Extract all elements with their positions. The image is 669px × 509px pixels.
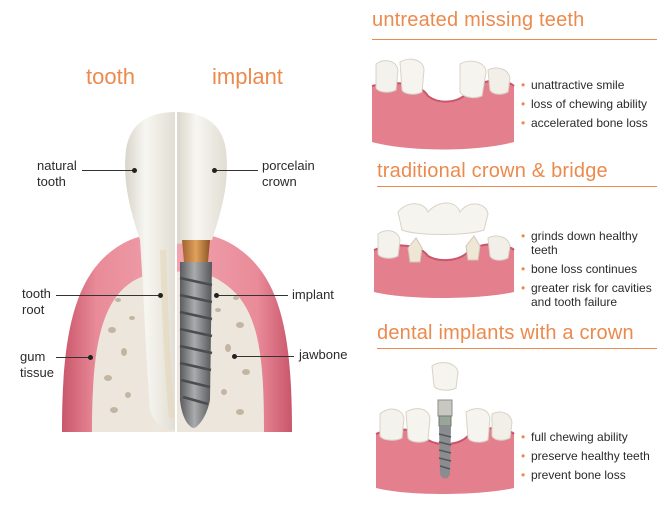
porcelain-crown-dot [212, 168, 217, 173]
jawbone-dot [232, 354, 237, 359]
porcelain-crown-label: porcelain crown [262, 158, 315, 189]
implant-leader [218, 295, 288, 296]
list-item: •prevent bone loss [521, 468, 626, 482]
list-item: •bone loss continues [521, 262, 638, 276]
implant-threads [179, 276, 213, 406]
porcelain-crown-leader [216, 170, 258, 171]
bone-texture [104, 296, 250, 415]
jawbone-leader [236, 356, 294, 357]
gum-tissue-leader [56, 357, 90, 358]
bridge-illustration [373, 202, 515, 298]
implant-illustration [375, 362, 515, 494]
list-item: •accelerated bone loss [521, 116, 648, 130]
gum-tissue-dot [88, 355, 93, 360]
list-item: •preserve healthy teeth [521, 449, 650, 463]
jawbone-label: jawbone [299, 347, 348, 362]
bridge-bullets: •grinds down healthy teeth •bone loss co… [521, 229, 667, 314]
implant-heading: implant [212, 64, 283, 89]
section-bridge-title: traditional crown & bridge [377, 160, 608, 182]
tooth-root-label: tooth root [22, 286, 51, 317]
natural-tooth-shape [125, 112, 176, 430]
list-item: •grinds down healthy teeth [521, 229, 638, 257]
list-item: •greater risk for cavities and tooth fai… [521, 281, 652, 309]
tooth-heading: tooth [86, 64, 135, 89]
section-implants-title: dental implants with a crown [377, 322, 634, 344]
gum-tissue-label: gum tissue [20, 349, 54, 380]
untreated-illustration [371, 58, 515, 150]
list-item: •unattractive smile [521, 78, 625, 92]
implant-dot [214, 293, 219, 298]
section-bridge-rule [377, 186, 657, 187]
section-implants-rule [377, 348, 657, 349]
untreated-bullets: •unattractive smile •loss of chewing abi… [521, 78, 667, 135]
implant-bullets: •full chewing ability •preserve healthy … [521, 430, 667, 487]
list-item: •loss of chewing ability [521, 97, 648, 111]
abutment-shape [182, 240, 210, 262]
natural-tooth-label: natural tooth [37, 158, 77, 189]
porcelain-crown-shape [176, 112, 227, 244]
natural-tooth-dot [132, 168, 137, 173]
tooth-root-dot [158, 293, 163, 298]
tooth-root-leader [56, 295, 160, 296]
section-untreated-title: untreated missing teeth [372, 9, 585, 31]
jawbone-shape [92, 271, 264, 432]
implant-label: implant [292, 287, 334, 302]
natural-tooth-leader [82, 170, 134, 171]
section-untreated-rule [372, 39, 657, 40]
list-item: •full chewing ability [521, 430, 628, 444]
